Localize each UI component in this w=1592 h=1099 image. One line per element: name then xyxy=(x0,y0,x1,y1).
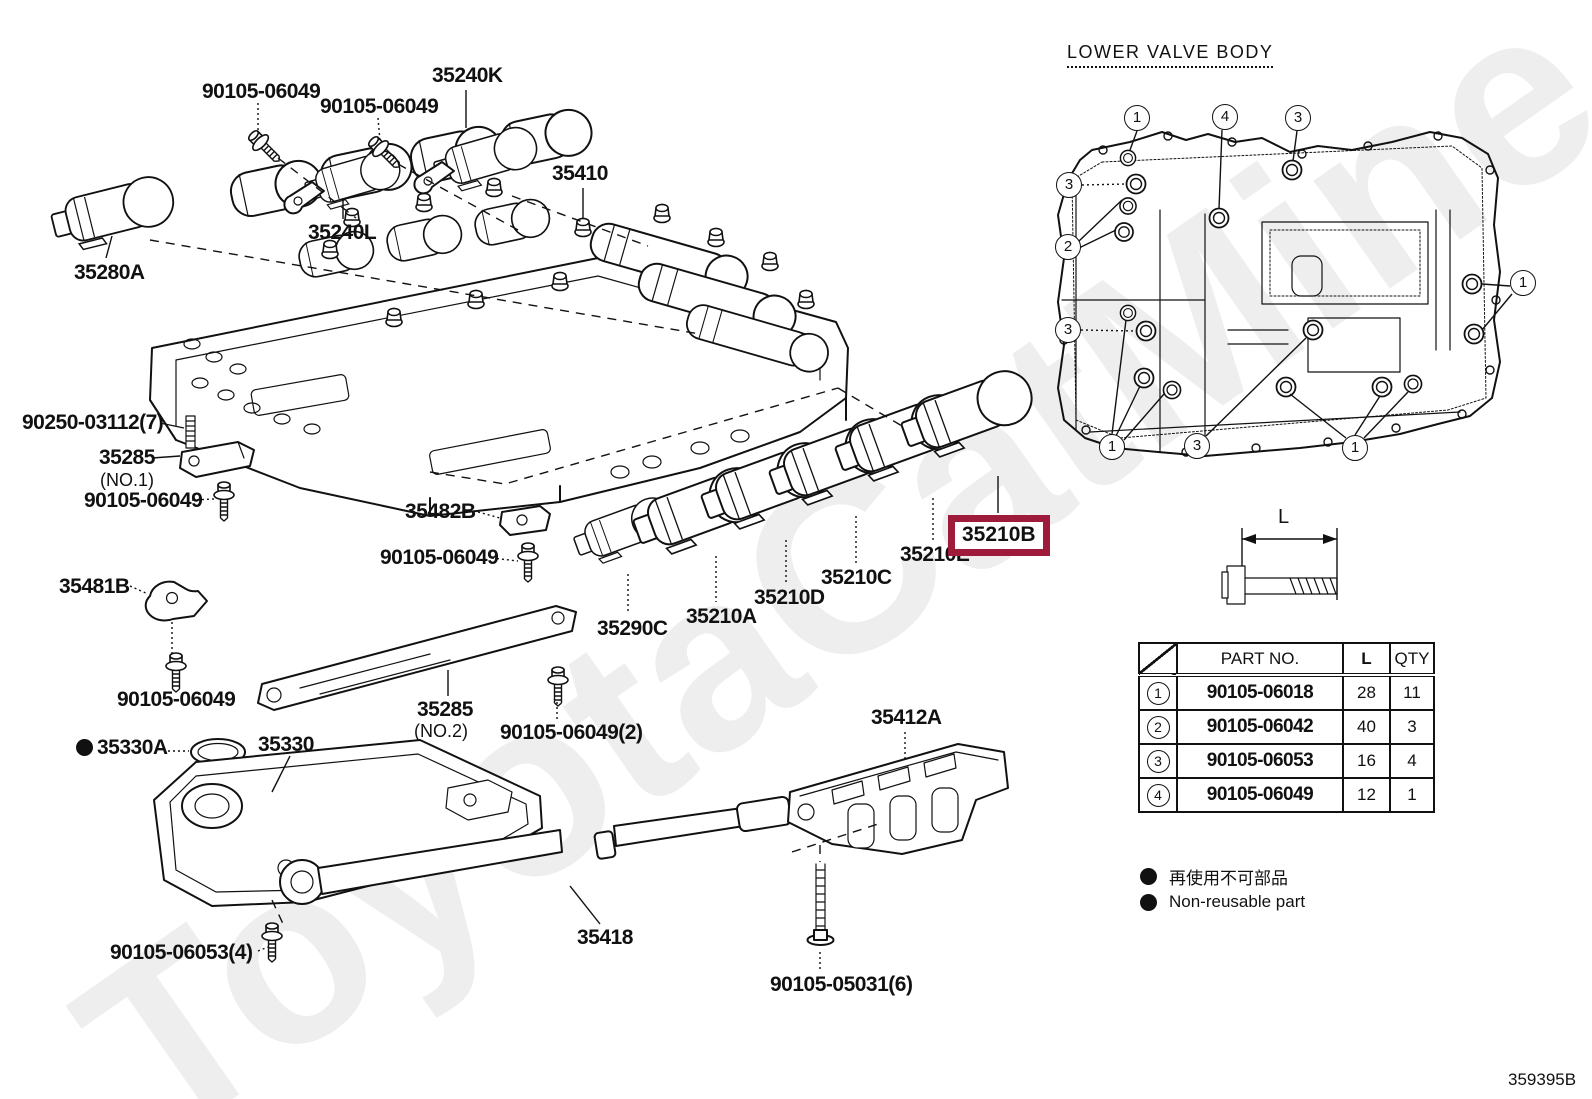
callout-1-right: 1 xyxy=(1510,270,1536,296)
label-35330A: 35330A xyxy=(76,736,168,760)
callout-1-bottom-a: 1 xyxy=(1099,434,1125,460)
table-row: 3 90105-06053 16 4 xyxy=(1138,743,1435,779)
row-length: 28 xyxy=(1342,674,1391,711)
row-length: 12 xyxy=(1342,777,1391,813)
row-part-no: 90105-06053 xyxy=(1176,743,1344,779)
row-qty: 11 xyxy=(1389,674,1435,711)
row-part-no: 90105-06018 xyxy=(1176,674,1344,711)
label-90105-06049-x2: 90105-06049(2) xyxy=(500,721,643,744)
callout-3-top: 3 xyxy=(1285,105,1311,131)
callout-leaders xyxy=(1078,129,1513,441)
label-90105-06049-d: 90105-06049 xyxy=(380,546,499,569)
label-35285-no2: 35285 xyxy=(417,698,473,721)
label-35240L: 35240L xyxy=(308,221,377,244)
screw-06049-d xyxy=(517,542,539,583)
bolt-05031 xyxy=(806,863,835,946)
bolt-size-table: PART NO. L QTY 1 90105-06018 28 11 2 901… xyxy=(1138,642,1435,813)
row-callout-1: 1 xyxy=(1146,681,1170,705)
valve-body-assembly xyxy=(149,104,849,517)
screw-06049-c xyxy=(213,481,235,522)
dimension-label-L: L xyxy=(1278,506,1290,528)
body-35412A xyxy=(787,743,1009,855)
leader-lines xyxy=(105,90,999,970)
callout-4-top: 4 xyxy=(1212,104,1238,130)
sensor-35240L xyxy=(283,145,407,215)
label-no1: (NO.1) xyxy=(100,470,154,490)
legend-jp: 再使用不可部品 xyxy=(1140,864,1288,889)
bar-35285-no2 xyxy=(257,605,577,711)
bolt-dimension-drawing xyxy=(1221,528,1338,605)
legend-en: Non-reusable part xyxy=(1140,892,1305,912)
row-part-no: 90105-06042 xyxy=(1176,709,1344,745)
label-35290C: 35290C xyxy=(597,617,668,640)
pin-03112 xyxy=(185,415,196,449)
label-35481B: 35481B xyxy=(59,575,130,598)
table-row: 2 90105-06042 40 3 xyxy=(1138,709,1435,745)
label-90105-06049-e: 90105-06049 xyxy=(117,688,236,711)
highlighted-part-35210B: 35210B xyxy=(948,515,1050,556)
valve-35418 xyxy=(279,795,793,905)
callout-3-left-a: 3 xyxy=(1056,172,1082,198)
row-length: 40 xyxy=(1342,709,1391,745)
bracket-35481B xyxy=(144,580,208,622)
label-no2: (NO.2) xyxy=(414,721,468,741)
label-35210D: 35210D xyxy=(754,586,825,609)
gasket-holes xyxy=(183,338,750,479)
sensor-35240K xyxy=(413,121,544,197)
solenoid-35280A xyxy=(46,170,181,256)
row-qty: 1 xyxy=(1389,777,1435,813)
table-header-part-no: PART NO. xyxy=(1176,642,1344,677)
label-90105-06049-a: 90105-06049 xyxy=(202,80,321,103)
figure-code: 359395B xyxy=(1508,1070,1577,1089)
non-reusable-dot-icon xyxy=(76,739,93,756)
plate-35285-no1 xyxy=(179,441,255,478)
table-row: 4 90105-06049 12 1 xyxy=(1138,777,1435,813)
label-35285-no1: 35285 xyxy=(99,446,155,469)
table-corner-slash xyxy=(1138,642,1178,677)
row-callout-4: 4 xyxy=(1146,783,1170,807)
row-qty: 4 xyxy=(1389,743,1435,779)
label-35410: 35410 xyxy=(552,162,608,185)
screw-06053 xyxy=(261,922,283,963)
label-35330: 35330 xyxy=(258,733,314,756)
label-90105-06053-x4: 90105-06053(4) xyxy=(110,941,253,964)
callout-3-left-b: 3 xyxy=(1055,317,1081,343)
screw-06049-a xyxy=(243,125,287,169)
label-35280A: 35280A xyxy=(74,261,145,284)
label-90250-03112: 90250-03112(7) xyxy=(22,411,164,434)
screw-06049-f xyxy=(547,666,569,707)
label-35210C: 35210C xyxy=(821,566,892,589)
row-qty: 3 xyxy=(1389,709,1435,745)
label-35210A: 35210A xyxy=(686,605,757,628)
row-callout-3: 3 xyxy=(1146,749,1170,773)
table-header-qty: QTY xyxy=(1389,642,1435,677)
legend-en-text: Non-reusable part xyxy=(1169,892,1306,911)
bracket-35482B xyxy=(499,505,551,536)
row-part-no: 90105-06049 xyxy=(1176,777,1344,813)
label-35482B: 35482B xyxy=(405,500,476,523)
table-row: 1 90105-06018 28 11 xyxy=(1138,674,1435,711)
label-35412A: 35412A xyxy=(871,706,942,729)
lower-valve-body-view xyxy=(1057,129,1513,457)
row-callout-2: 2 xyxy=(1146,715,1170,739)
table-header-l: L xyxy=(1342,642,1391,677)
label-35418: 35418 xyxy=(577,926,633,949)
callout-3-bottom: 3 xyxy=(1184,433,1210,459)
label-90105-06049-b: 90105-06049 xyxy=(320,95,439,118)
label-90105-05031-x6: 90105-05031(6) xyxy=(770,973,913,996)
callout-1-top-left: 1 xyxy=(1124,105,1150,131)
callout-1-bottom-b: 1 xyxy=(1342,435,1368,461)
label-35210B: 35210B xyxy=(962,523,1036,546)
label-90105-06049-c: 90105-06049 xyxy=(84,489,203,512)
callout-2-left: 2 xyxy=(1055,234,1081,260)
label-35240K: 35240K xyxy=(432,64,503,87)
legend-jp-text: 再使用不可部品 xyxy=(1169,869,1288,888)
screw-06049-e xyxy=(165,652,187,693)
section-title: LOWER VALVE BODY xyxy=(1067,42,1274,68)
non-reusable-dot-icon xyxy=(1140,868,1157,885)
non-reusable-dot-icon xyxy=(1140,893,1157,911)
row-length: 16 xyxy=(1342,743,1391,779)
